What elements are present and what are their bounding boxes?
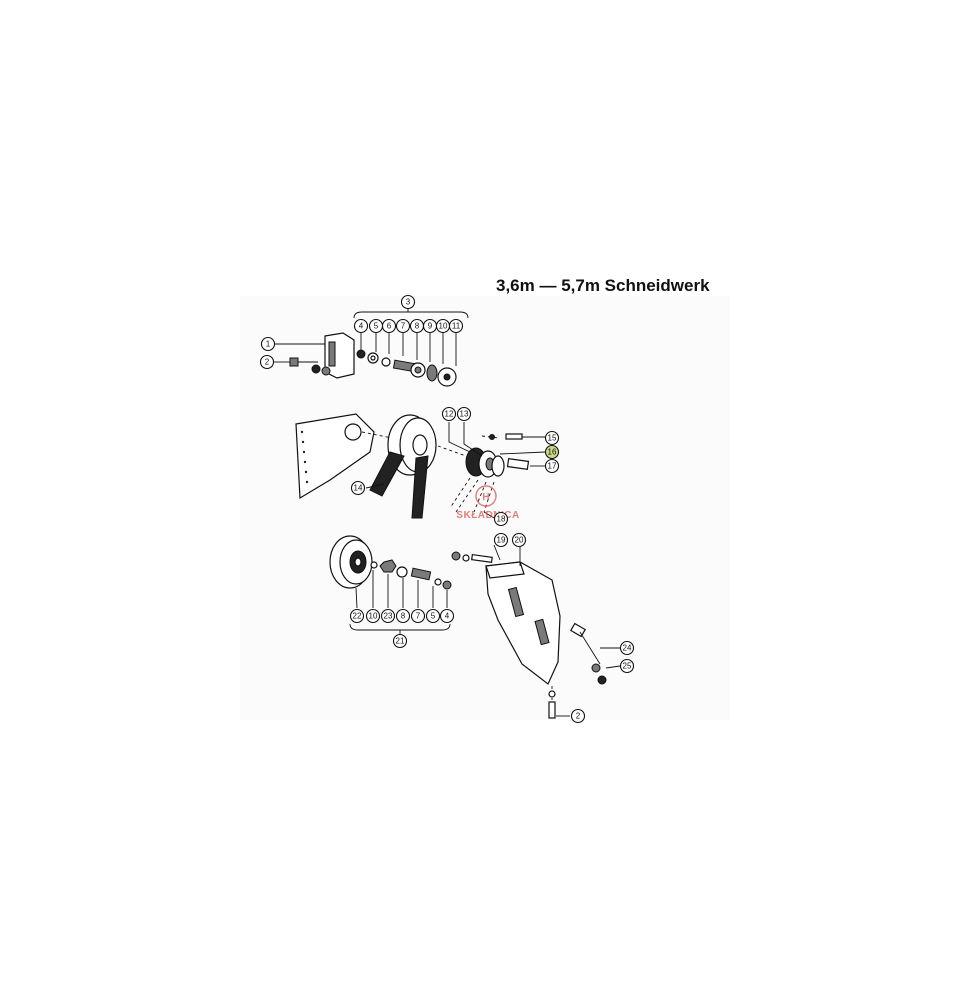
svg-text:15: 15 (548, 434, 557, 443)
callout-2-bottom: 2 (570, 708, 586, 724)
callout-22: 22 (349, 608, 365, 624)
callout-8-lower: 8 (395, 608, 411, 624)
callout-21: 21 (392, 633, 408, 649)
watermark-text: SKŁADNICA (456, 510, 519, 521)
svg-text:7: 7 (401, 322, 406, 331)
svg-text:11: 11 (452, 322, 461, 331)
top-assembly (274, 308, 469, 387)
callout-23: 23 (380, 608, 396, 624)
svg-text:10: 10 (369, 612, 378, 621)
lower-right-assembly (451, 542, 621, 719)
svg-text:21: 21 (396, 637, 405, 646)
svg-text:14: 14 (354, 484, 363, 493)
callout-4-lower: 4 (439, 608, 455, 624)
svg-text:24: 24 (623, 644, 632, 653)
callout-3: 3 (400, 294, 416, 310)
callout-15: 15 (544, 430, 560, 446)
svg-text:25: 25 (623, 662, 632, 671)
svg-text:1: 1 (266, 340, 271, 349)
callout-9: 9 (422, 318, 438, 334)
svg-text:19: 19 (497, 536, 506, 545)
callout-7: 7 (395, 318, 411, 334)
callout-19: 19 (493, 532, 509, 548)
callout-2-top: 2 (259, 354, 275, 370)
svg-text:16: 16 (548, 448, 557, 457)
svg-text:3: 3 (406, 298, 411, 307)
callout-17: 17 (544, 458, 560, 474)
svg-text:H: H (482, 492, 489, 503)
callout-8: 8 (409, 318, 425, 334)
svg-text:2: 2 (576, 712, 581, 721)
callout-4: 4 (353, 318, 369, 334)
svg-text:2: 2 (265, 358, 270, 367)
callout-6: 6 (381, 318, 397, 334)
callout-12: 12 (441, 406, 457, 422)
callout-25: 25 (619, 658, 635, 674)
callout-5-lower: 5 (425, 608, 441, 624)
svg-text:4: 4 (445, 612, 450, 621)
callout-layer: 3 4 5 6 7 8 9 10 11 1 2 12 13 15 16 17 1… (259, 294, 635, 724)
callout-24: 24 (619, 640, 635, 656)
watermark: H SKŁADNICA (456, 485, 519, 521)
svg-text:20: 20 (515, 536, 524, 545)
svg-text:6: 6 (387, 322, 392, 331)
callout-10: 10 (435, 318, 451, 334)
svg-text:8: 8 (415, 322, 420, 331)
svg-text:17: 17 (548, 462, 557, 471)
callout-13: 13 (456, 406, 472, 422)
svg-text:8: 8 (401, 612, 406, 621)
diagram-title: 3,6m — 5,7m Schneidwerk (496, 276, 710, 295)
svg-text:5: 5 (431, 612, 436, 621)
svg-text:9: 9 (428, 322, 433, 331)
svg-text:7: 7 (416, 612, 421, 621)
callout-14: 14 (350, 480, 366, 496)
callout-11: 11 (448, 318, 464, 334)
callout-20: 20 (511, 532, 527, 548)
svg-text:23: 23 (384, 612, 393, 621)
callout-1: 1 (260, 336, 276, 352)
svg-text:10: 10 (439, 322, 448, 331)
callout-5: 5 (368, 318, 384, 334)
svg-text:18: 18 (497, 515, 506, 524)
callout-16-highlighted: 16 (544, 444, 560, 460)
callout-7-lower: 7 (410, 608, 426, 624)
diagram-panel (240, 296, 730, 720)
callout-10-lower: 10 (365, 608, 381, 624)
svg-text:4: 4 (359, 322, 364, 331)
svg-text:5: 5 (374, 322, 379, 331)
lower-left-assembly (329, 535, 452, 634)
middle-assembly (295, 413, 546, 519)
callout-18: 18 (493, 511, 509, 527)
svg-text:13: 13 (460, 410, 469, 419)
svg-text:12: 12 (445, 410, 454, 419)
svg-text:22: 22 (353, 612, 362, 621)
